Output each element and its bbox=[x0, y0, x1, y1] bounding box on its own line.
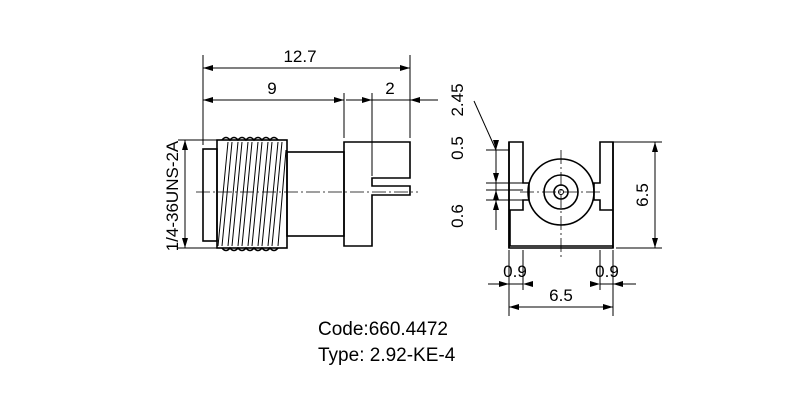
dim-overall-length: 12.7 bbox=[202, 47, 411, 145]
dim-body-length: 9 bbox=[203, 79, 345, 138]
dim-left-stack: 2.45 0.5 0.6 bbox=[448, 83, 523, 230]
connector-body bbox=[286, 151, 345, 237]
dim-height: 6.5 bbox=[602, 141, 662, 249]
height-label: 6.5 bbox=[633, 183, 652, 207]
dim-width: 6.5 bbox=[508, 250, 614, 316]
part-type: Type: 2.92-KE-4 bbox=[318, 345, 456, 366]
part-caption: Code:660.4472 Type: 2.92-KE-4 bbox=[318, 319, 456, 366]
left-inset-label: 0.9 bbox=[503, 262, 527, 281]
right-inset-label: 0.9 bbox=[595, 262, 619, 281]
part-code: Code:660.4472 bbox=[318, 319, 448, 340]
thread-spec-label: 1/4-36UNS-2A bbox=[163, 140, 182, 251]
front-view: 6.5 6.5 0.9 0.9 bbox=[448, 83, 662, 316]
dim-insets: 0.9 0.9 bbox=[488, 250, 636, 290]
dim-flange-length: 2 bbox=[346, 79, 438, 176]
dim-thread: 1/4-36UNS-2A bbox=[163, 139, 232, 251]
side-view: 12.7 9 2 1/4-36UNS-2A bbox=[163, 47, 438, 252]
width-label: 6.5 bbox=[549, 286, 573, 305]
pcb-flange bbox=[343, 141, 411, 247]
slot-lower-label: 0.6 bbox=[448, 204, 467, 228]
slot-upper-label: 0.5 bbox=[448, 136, 467, 160]
flange-length-label: 2 bbox=[385, 79, 394, 98]
threaded-nut bbox=[202, 136, 288, 252]
top-gap-label: 2.45 bbox=[448, 83, 467, 116]
overall-length-label: 12.7 bbox=[283, 47, 316, 66]
body-length-label: 9 bbox=[267, 79, 276, 98]
